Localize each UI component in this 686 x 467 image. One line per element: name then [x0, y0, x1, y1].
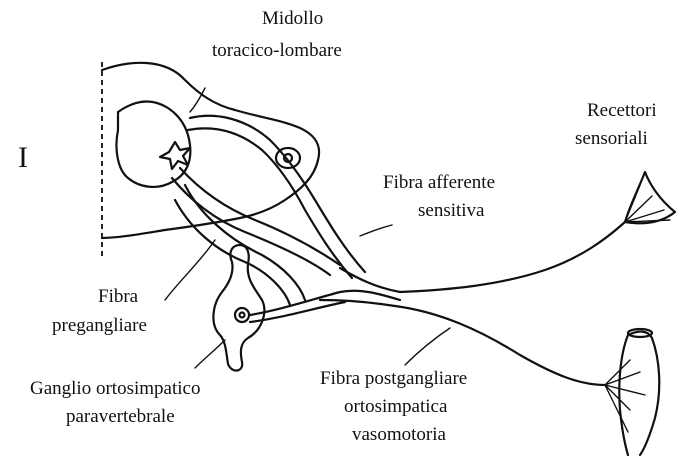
label-pregangliare-line1: Fibra	[98, 286, 138, 308]
receptor-branches	[625, 185, 670, 222]
vasomotor-endings	[605, 360, 645, 432]
spinal-cord-outline	[102, 63, 319, 238]
label-postgangliare-line2: ortosimpatica	[344, 396, 447, 418]
leader-postgangliare	[405, 328, 450, 365]
label-afferente-line1: Fibra afferente	[383, 172, 495, 194]
label-pregangliare-line2: pregangliare	[52, 315, 147, 337]
leader-pregangliare	[165, 240, 215, 300]
label-recettori-line2: sensoriali	[575, 128, 648, 150]
spinal-nerve-trunk-upper	[340, 268, 400, 292]
label-afferente-line2: sensitiva	[418, 200, 485, 222]
label-ganglio-line2: paravertebrale	[66, 406, 175, 428]
grey-matter	[116, 102, 190, 187]
label-midollo-line1: Midollo	[262, 8, 323, 30]
ganglion-neuron	[235, 308, 249, 322]
label-recettori-line1: Recettori	[587, 100, 657, 122]
ganglion-neuron-nucleus	[240, 313, 245, 318]
panel-numeral: I	[18, 142, 28, 174]
label-midollo-line2: toracico-lombare	[212, 40, 342, 62]
leader-ganglio	[195, 340, 225, 368]
afferent-fiber	[400, 222, 625, 292]
white-ramus	[185, 185, 305, 300]
label-ganglio-line1: Ganglio ortosimpatico	[30, 378, 200, 400]
label-postgangliare-line3: vasomotoria	[352, 424, 446, 446]
ventral-root-inner	[180, 168, 340, 265]
label-postgangliare-line1: Fibra postgangliare	[320, 368, 467, 390]
white-ramus-inner	[175, 200, 290, 305]
dorsal-root	[190, 116, 365, 272]
spinal-neuron-body	[160, 142, 190, 169]
leader-afferente	[360, 225, 392, 236]
